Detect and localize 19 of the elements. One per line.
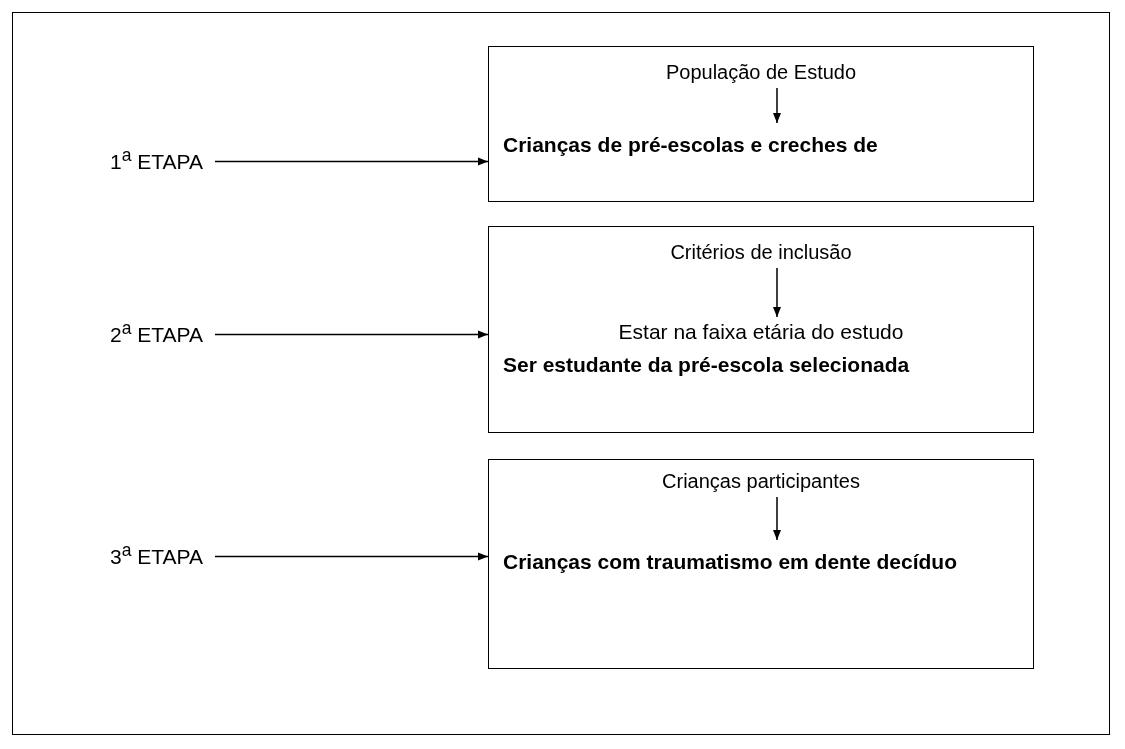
stage-label: 2$^{a}$ ETAPA: [110, 318, 203, 347]
stage-box: [488, 459, 1034, 669]
step-heading: Crianças participantes: [489, 470, 1033, 493]
stage-box: [488, 46, 1034, 202]
stage-label: 1$^{a}$ ETAPA: [110, 145, 203, 174]
step-description: Estar na faixa etária do estudo: [489, 319, 1033, 345]
step-description: Ser estudante da pré-escola selecionada: [503, 345, 1019, 385]
arrow: [772, 496, 782, 541]
arrow: [772, 87, 782, 124]
stage-box: [488, 226, 1034, 433]
step-description: Crianças com traumatismo em dente decíduo: [503, 542, 1019, 582]
step-description: Crianças de pré-escolas e creches de: [503, 125, 1019, 165]
step-heading: População de Estudo: [489, 61, 1033, 84]
arrow: [214, 330, 489, 339]
arrow: [214, 552, 489, 561]
step-heading: Critérios de inclusão: [489, 241, 1033, 264]
stage-label: 3$^{a}$ ETAPA: [110, 540, 203, 569]
arrow: [772, 267, 782, 318]
arrow: [214, 157, 489, 166]
